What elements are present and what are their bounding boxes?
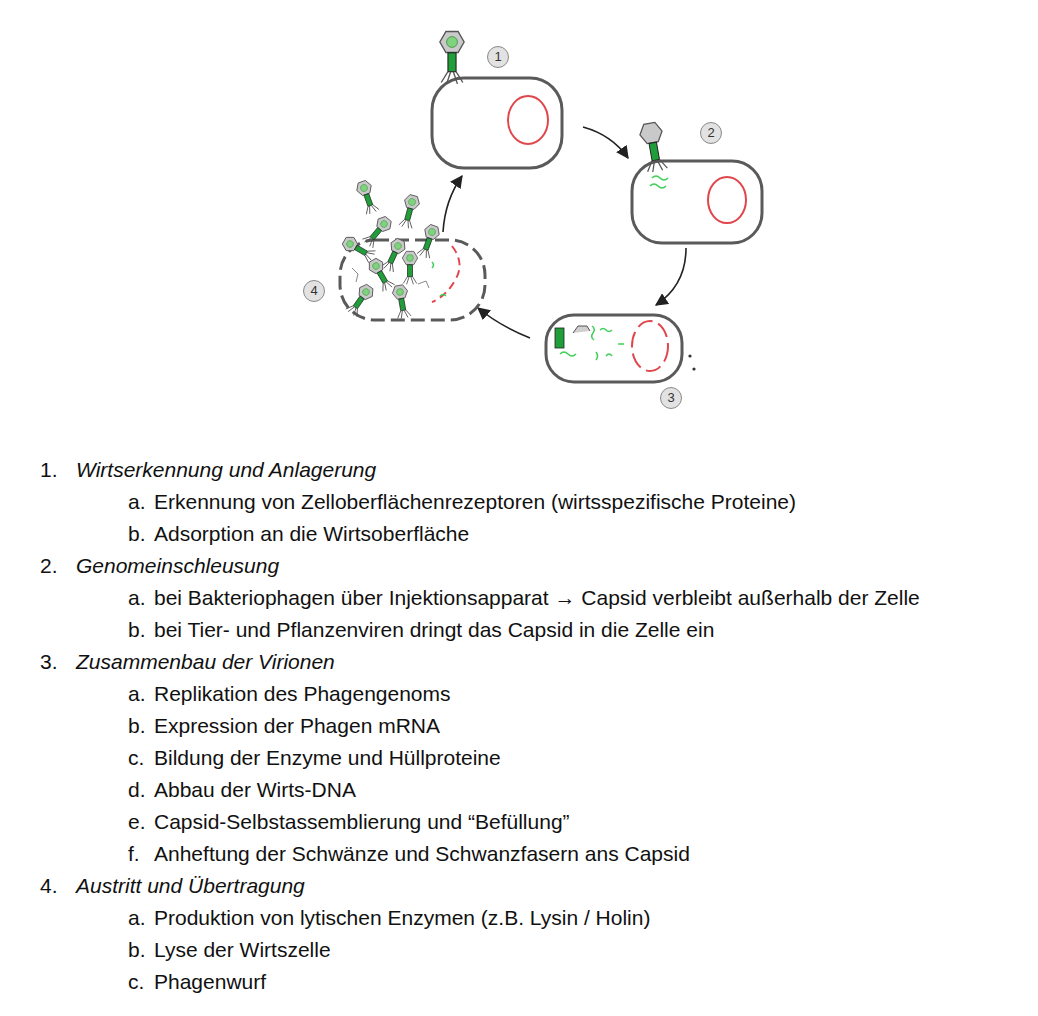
sub-item-row: a.Produktion von lytischen Enzymen (z.B.… [0, 902, 1022, 934]
step-row: 2. Genomeinschleusung [0, 550, 1022, 582]
list-marker: b. [128, 710, 146, 742]
list-marker: a. [128, 582, 146, 614]
step-row: 4. Austritt und Übertragung [0, 870, 1022, 902]
list-marker: a. [128, 486, 146, 518]
step-heading: Wirtserkennung und Anlagerung [76, 454, 1022, 486]
step-heading: Genomeinschleusung [76, 550, 1022, 582]
step-heading: Zusammenbau der Virionen [76, 646, 1022, 678]
sub-item-text: Abbau der Wirts-DNA [154, 774, 1022, 806]
list-marker: c. [128, 742, 144, 774]
list-marker: e. [128, 806, 146, 838]
sub-item-row: b.Adsorption an die Wirtsoberfläche [0, 518, 1022, 550]
list-marker: b. [128, 934, 146, 966]
sub-item-text: bei Bakteriophagen über Injektionsappara… [154, 582, 1022, 614]
list-marker: 4. [40, 870, 58, 902]
sub-item-row: a.Replikation des Phagengenoms [0, 678, 1022, 710]
sub-item-row: a.Erkennung von Zelloberflächenrezeptore… [0, 486, 1022, 518]
list-marker: b. [128, 518, 146, 550]
phage-cycle-illustration [0, 0, 1038, 450]
step-list: 1.Wirtserkennung und Anlagerunga.Erkennu… [0, 454, 1038, 998]
sub-item-text: Erkennung von Zelloberflächenrezeptoren … [154, 486, 1022, 518]
host-cell-lysis [340, 179, 485, 320]
sub-item-row: c. Bildung der Enzyme und Hüllproteine [0, 742, 1022, 774]
list-marker: b. [128, 614, 146, 646]
list-marker: a. [128, 902, 146, 934]
list-marker: 2. [40, 550, 58, 582]
sub-item-row: e.Capsid-Selbstassemblierung und “Befüll… [0, 806, 1022, 838]
sub-item-row: b.bei Tier- und Pflanzenviren dringt das… [0, 614, 1022, 646]
list-marker: 3. [40, 646, 58, 678]
sub-item-row: b.Expression der Phagen mRNA [0, 710, 1022, 742]
callout-number: 4 [303, 280, 325, 302]
step-row: 1. Wirtserkennung und Anlagerung [0, 454, 1022, 486]
cycle-arrow [443, 176, 462, 232]
cycle-arrow [656, 248, 686, 305]
sub-item-text: Replikation des Phagengenoms [154, 678, 1022, 710]
sub-item-row: d.Abbau der Wirts-DNA [0, 774, 1022, 806]
sub-item-text: Expression der Phagen mRNA [154, 710, 1022, 742]
host-cell-attachment [432, 31, 562, 168]
list-marker: c. [128, 966, 144, 998]
callout-number: 3 [660, 387, 682, 409]
host-cell-assembly [546, 315, 696, 382]
list-marker: d. [128, 774, 146, 806]
sub-item-text: Phagenwurf [154, 966, 1022, 998]
step-heading: Austritt und Übertragung [76, 870, 1022, 902]
cycle-arrow [478, 308, 530, 338]
sub-item-row: f. Anheftung der Schwänze und Schwanzfase… [0, 838, 1022, 870]
sub-item-text: Capsid-Selbstassemblierung und “Befüllun… [154, 806, 1022, 838]
sub-item-text: Produktion von lytischen Enzymen (z.B. L… [154, 902, 1022, 934]
host-cell-injection [632, 121, 762, 243]
list-marker: 1. [40, 454, 58, 486]
cycle-arrow [583, 127, 628, 158]
list-marker: a. [128, 678, 146, 710]
sub-item-text: Lyse der Wirtszelle [154, 934, 1022, 966]
list-marker: f. [128, 838, 140, 870]
callout-number: 1 [487, 46, 509, 68]
sub-item-text: Adsorption an die Wirtsoberfläche [154, 518, 1022, 550]
sub-item-text: Anheftung der Schwänze und Schwanzfasern… [154, 838, 1022, 870]
sub-item-row: c. Phagenwurf [0, 966, 1022, 998]
sub-item-text: bei Tier- und Pflanzenviren dringt das C… [154, 614, 1022, 646]
sub-item-row: a.bei Bakteriophagen über Injektionsappa… [0, 582, 1022, 614]
callout-number: 2 [700, 122, 722, 144]
sub-item-row: b.Lyse der Wirtszelle [0, 934, 1022, 966]
sub-item-text: Bildung der Enzyme und Hüllproteine [154, 742, 1022, 774]
step-row: 3. Zusammenbau der Virionen [0, 646, 1022, 678]
callout-layer: 1 2 3 4 [0, 0, 1038, 450]
